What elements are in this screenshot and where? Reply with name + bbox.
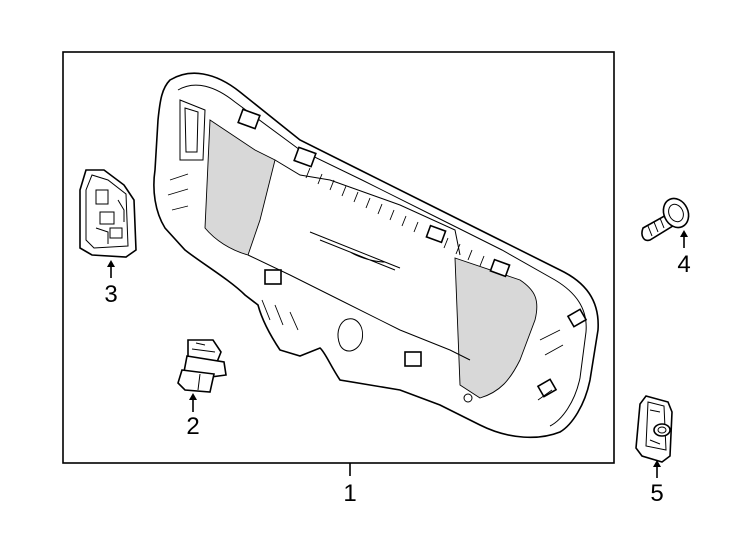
callout-3: 3 bbox=[104, 281, 117, 308]
retainer-nut bbox=[635, 395, 673, 463]
arrowhead-2 bbox=[189, 393, 197, 400]
push-clip bbox=[177, 339, 227, 393]
callout-5: 5 bbox=[650, 480, 663, 507]
arrowhead-3 bbox=[107, 260, 115, 267]
assembly-frame bbox=[62, 51, 615, 464]
side-bracket bbox=[79, 169, 137, 258]
callout-2: 2 bbox=[186, 413, 199, 440]
screw bbox=[641, 197, 690, 242]
arrowhead-5 bbox=[653, 460, 661, 467]
callout-4: 4 bbox=[677, 251, 690, 278]
callout-1: 1 bbox=[343, 480, 356, 507]
arrowhead-4 bbox=[680, 230, 688, 237]
trim-panel bbox=[153, 72, 599, 439]
